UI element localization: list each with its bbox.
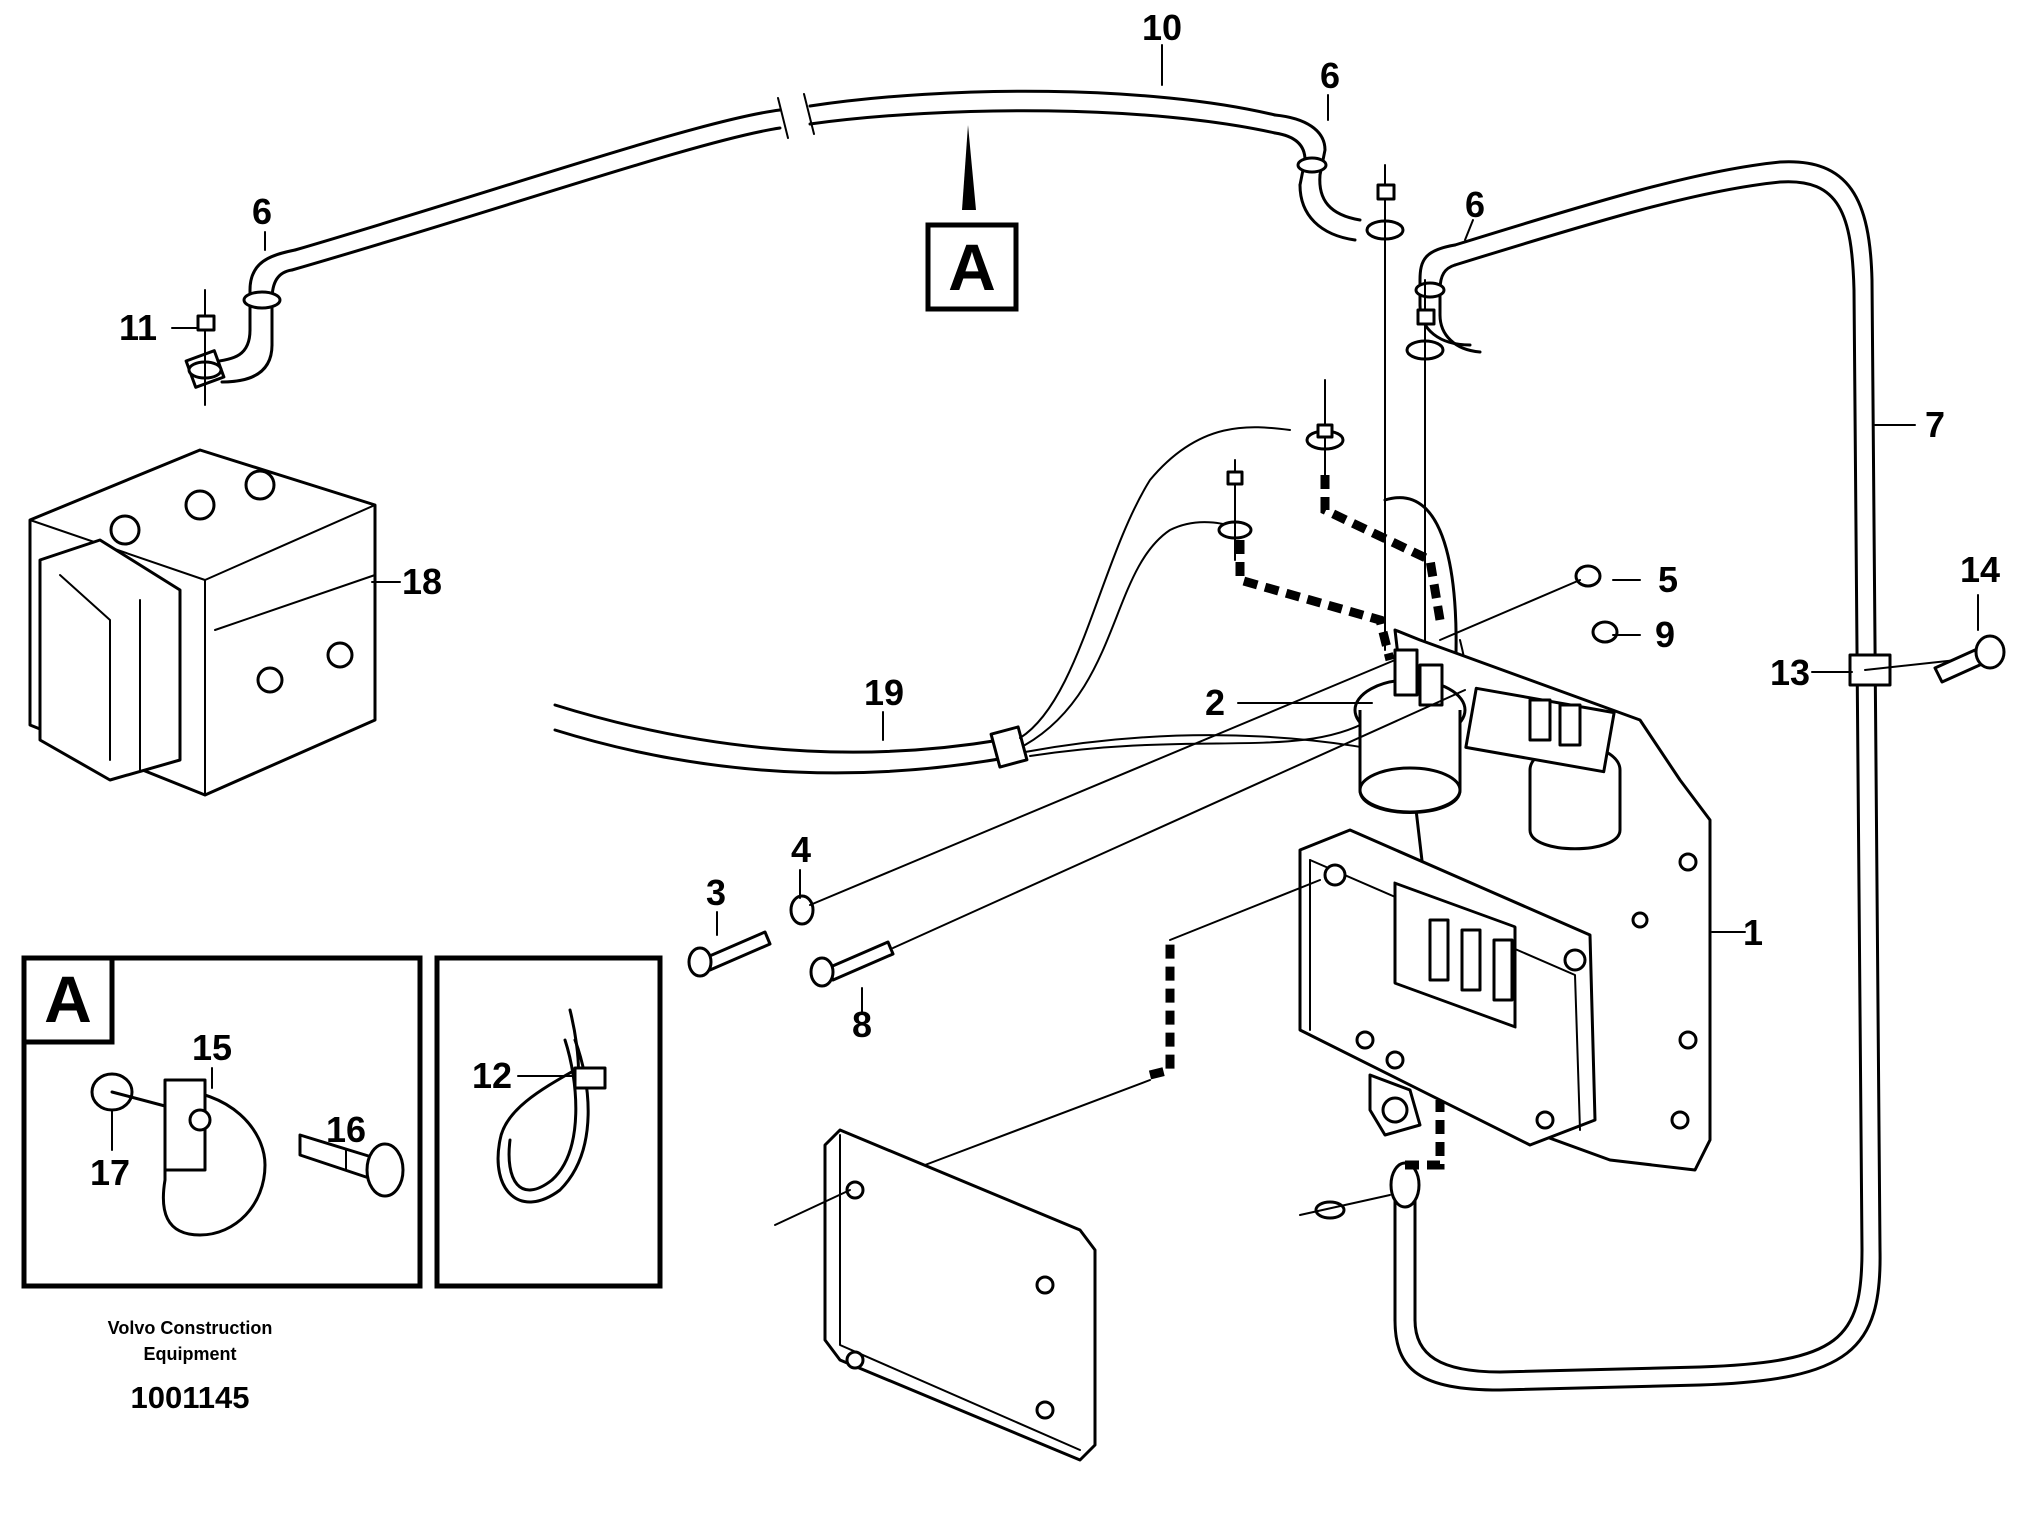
callout-17: 17 [90,1152,130,1193]
detail-view-a: A [21,955,423,1289]
callout-14: 14 [1960,549,2000,590]
callout-13: 13 [1770,652,1810,693]
detail-view-12 [434,955,663,1289]
callout-12: 12 [472,1055,512,1096]
callout-9: 9 [1655,614,1675,655]
junction-box [1298,828,1597,1147]
callout-10: 10 [1142,7,1182,48]
callout-1: 1 [1743,912,1763,953]
callout-18: 18 [402,561,442,602]
callout-5: 5 [1658,559,1678,600]
cable-19 [553,379,1471,775]
fasteners [687,564,1619,988]
callout-15: 15 [192,1027,232,1068]
callout-8: 8 [852,1004,872,1045]
callout-11: 11 [119,307,157,348]
view-marker-label: A [948,230,996,304]
view-marker-a: A [925,125,1019,312]
cable-7 [1299,160,1976,1392]
drawing-number: 1001145 [131,1380,250,1415]
relay-assembly [1353,648,1622,851]
cable-lug-top-right [1273,113,1405,651]
cover-lid [774,879,1321,1462]
callout-labels: 10 6 6 6 11 7 14 13 5 9 2 1 18 19 3 4 8 … [90,7,2000,1193]
cable-10 [290,89,1277,272]
callout-4: 4 [791,829,811,870]
company-line-1: Volvo Construction [108,1318,273,1338]
battery-switch-18 [28,448,377,797]
detail-view-label: A [44,962,92,1036]
callout-7: 7 [1925,404,1945,445]
callout-16: 16 [326,1109,366,1150]
callout-2: 2 [1205,682,1225,723]
callout-3: 3 [706,872,726,913]
company-line-2: Equipment [144,1344,237,1364]
cable-lug-left [184,248,297,406]
footer: Volvo Construction Equipment 1001145 [108,1318,273,1415]
callout-6-top: 6 [1320,55,1340,96]
callout-6-left: 6 [252,191,272,232]
bolt-14 [1933,634,2006,684]
callout-19: 19 [864,672,904,713]
callout-6-right: 6 [1465,184,1485,225]
leader-lines [111,44,1979,1171]
